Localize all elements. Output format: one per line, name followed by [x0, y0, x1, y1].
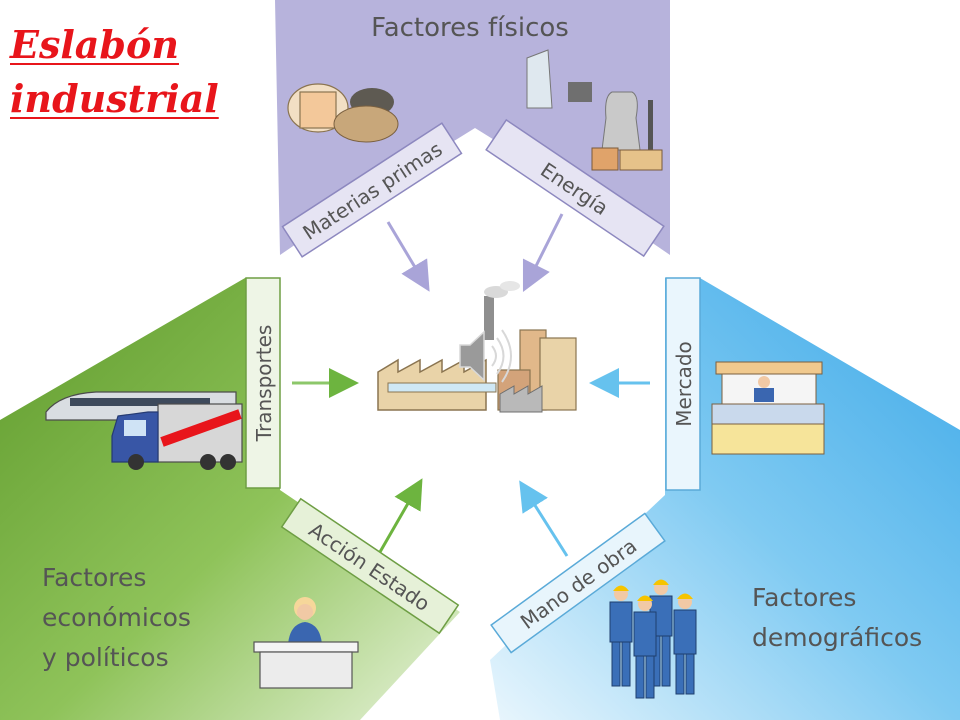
demographic-factors-line2: demográficos [752, 623, 922, 652]
economic-factors-line3: y políticos [42, 643, 169, 672]
economic-factors-line1: Factores [42, 563, 146, 592]
train-truck-icon [45, 391, 243, 470]
physical-factors-panel [275, 0, 670, 255]
raw-materials-icon [287, 83, 399, 143]
demographic-factors-line1: Factores [752, 583, 856, 612]
market-label: Mercado [672, 341, 696, 427]
transport-label: Transportes [252, 325, 276, 443]
power-plant-icon [526, 49, 663, 171]
official-desk-icon [253, 597, 359, 689]
economic-factors-panel [0, 278, 460, 720]
title-line-1: Eslabón [10, 22, 179, 67]
market-tab: Mercado [665, 277, 701, 491]
economic-factors-line2: económicos [42, 603, 191, 632]
arrow-raw-materials [386, 221, 430, 292]
arrow-state-action [378, 478, 423, 553]
arrow-energy [522, 213, 564, 293]
title-line-2: industrial [10, 76, 219, 121]
workers-icon [609, 579, 697, 699]
factory-icon [377, 281, 577, 413]
transport-tab: Transportes [245, 277, 281, 489]
physical-factors-title: Factores físicos [371, 13, 569, 43]
market-stall-icon [711, 361, 825, 455]
speaker-icon[interactable] [459, 329, 512, 383]
arrow-labor [519, 480, 569, 557]
demographic-factors-panel [490, 278, 960, 720]
